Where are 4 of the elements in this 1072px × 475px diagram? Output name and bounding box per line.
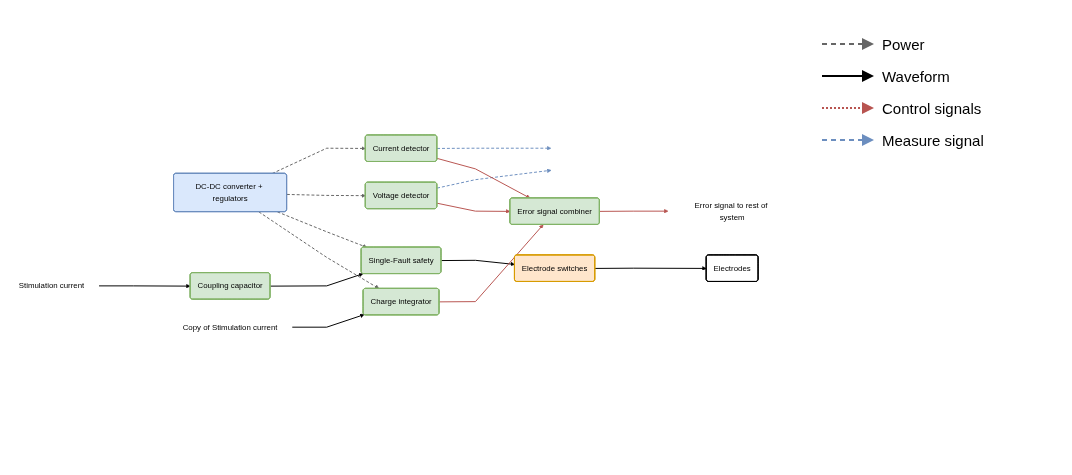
legend-label: Measure signal (882, 131, 984, 149)
legend-label: Control signals (882, 99, 982, 117)
legend-label: Power (882, 35, 925, 53)
legend-label: Waveform (882, 67, 950, 85)
